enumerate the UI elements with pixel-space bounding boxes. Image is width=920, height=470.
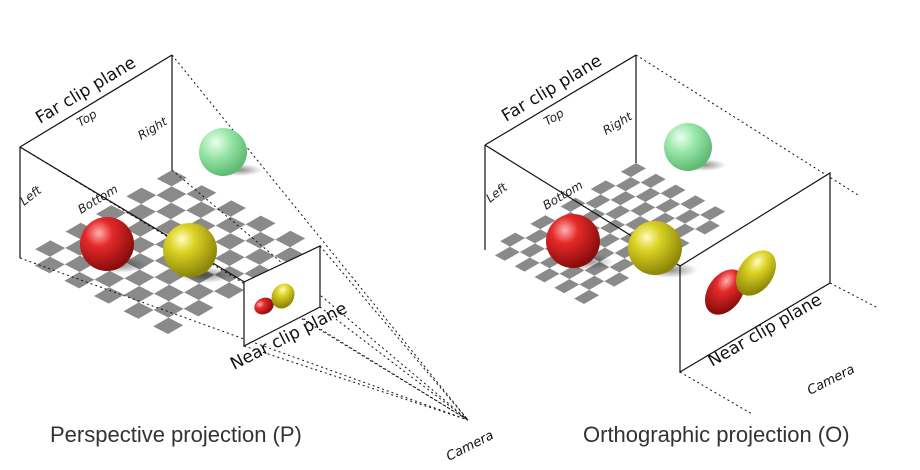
checker-tile <box>34 256 65 274</box>
left-label: Left <box>17 182 45 208</box>
camera-label: Camera <box>444 428 496 465</box>
checker-tile <box>64 272 95 289</box>
checker-tile <box>245 232 276 249</box>
checker-tile <box>574 289 600 304</box>
checker-tile <box>275 230 306 248</box>
checker-tile <box>694 220 720 235</box>
checker-tile <box>123 302 154 319</box>
checker-tile <box>585 194 611 209</box>
checker-tile <box>244 264 275 282</box>
checker-tile <box>214 282 244 299</box>
red-sphere <box>80 217 134 271</box>
checker-tile <box>660 184 686 199</box>
near-red-sphere-image <box>254 297 274 315</box>
checker-tile <box>525 229 551 244</box>
checker-tile <box>215 216 246 234</box>
checker-tile <box>183 300 214 317</box>
right-label: Right <box>135 114 170 143</box>
perspective-caption: Perspective projection (P) <box>50 422 302 447</box>
checker-tile <box>94 270 125 288</box>
checker-tile <box>124 286 154 303</box>
checker-tile <box>154 284 184 302</box>
checker-tile <box>156 202 186 220</box>
checker-tile <box>560 197 586 212</box>
near-clip-plane <box>679 171 831 374</box>
checker-tile <box>590 180 616 195</box>
checker-tile <box>186 185 217 202</box>
checker-tile <box>610 191 636 206</box>
checker-tile <box>35 240 66 257</box>
checker-tile <box>244 248 275 265</box>
checker-tile <box>534 268 560 283</box>
checker-tile <box>625 216 651 231</box>
checker-tile <box>700 206 726 221</box>
checker-tile <box>274 247 305 264</box>
checker-tile <box>519 243 545 258</box>
checker-tile <box>615 177 641 192</box>
checker-tile <box>620 163 646 178</box>
right-label: Right <box>600 109 635 138</box>
checker-tile <box>156 170 187 187</box>
yellow-sphere <box>628 221 682 275</box>
near-red-sphere-image <box>705 269 745 315</box>
checker-tile <box>153 317 184 334</box>
checker-tile <box>126 204 156 221</box>
orthographic-caption: Orthographic projection (O) <box>583 422 850 447</box>
checker-tile <box>680 195 706 210</box>
checker-tile <box>216 200 246 217</box>
checker-tile <box>600 219 626 234</box>
checker-tile <box>609 258 635 273</box>
near-yellow-sphere-image <box>271 283 295 309</box>
checker-tile <box>655 198 681 213</box>
checker-tile <box>530 215 556 230</box>
checker-tile <box>126 187 157 204</box>
checker-tile <box>94 287 124 304</box>
orthographic-diagram: Far clip plane Top Right Left Bottom Nea… <box>483 51 879 415</box>
near-clip-plane <box>243 245 321 347</box>
checker-tile <box>594 233 620 248</box>
checker-tile <box>155 219 186 236</box>
checker-tile <box>186 201 216 218</box>
checker-tile <box>245 215 276 232</box>
green-sphere <box>664 123 712 171</box>
checker-tile <box>215 233 246 250</box>
checker-tile <box>675 209 701 224</box>
left-label: Left <box>483 179 511 205</box>
top-label: Top <box>74 107 99 130</box>
projection-lines <box>635 54 879 415</box>
checker-tile <box>554 279 580 294</box>
checker-tile <box>635 187 661 202</box>
perspective-diagram: Far clip plane Top Right Left Bottom Nea… <box>17 53 496 465</box>
checker-tile <box>514 257 540 272</box>
checker-tile <box>605 205 631 220</box>
checker-tile <box>184 283 214 300</box>
checker-tile <box>500 232 526 247</box>
green-sphere <box>199 128 247 176</box>
checker-tile <box>604 272 630 287</box>
checker-tile <box>153 301 184 318</box>
yellow-sphere <box>163 223 217 277</box>
camera-label: Camera <box>805 362 857 399</box>
checker-tile <box>156 186 187 203</box>
frustum-lines <box>19 54 469 421</box>
checker-tile <box>579 275 605 290</box>
checker-tile <box>214 249 245 266</box>
checker-tile <box>630 202 656 217</box>
near-yellow-sphere-image <box>736 250 776 296</box>
red-sphere <box>546 214 600 268</box>
checker-tile <box>124 269 155 286</box>
checker-tile <box>494 246 520 261</box>
checker-tile <box>640 173 666 188</box>
